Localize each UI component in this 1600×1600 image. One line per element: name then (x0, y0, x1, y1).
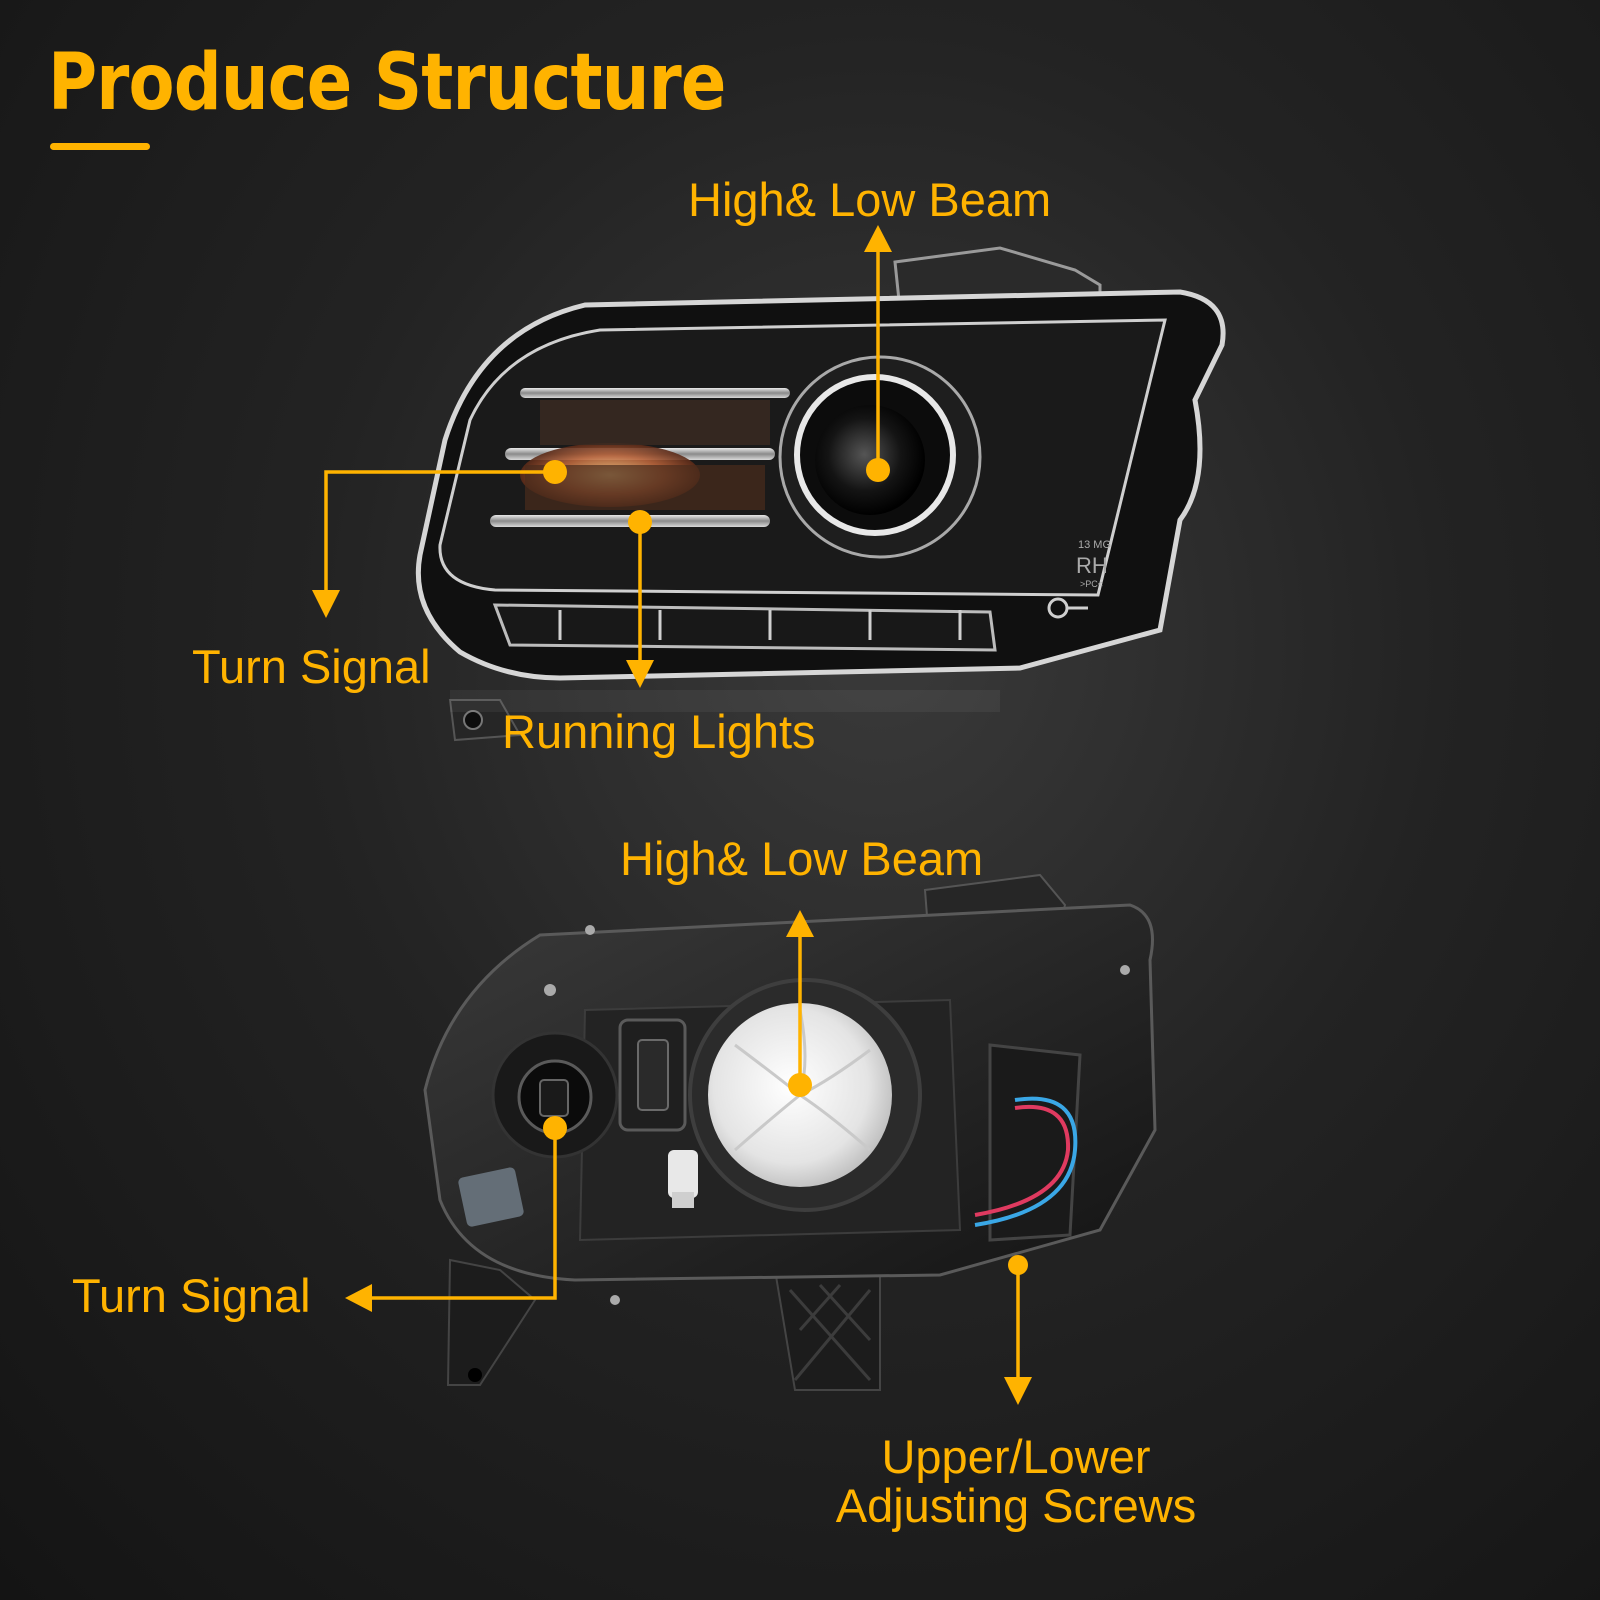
rear-high-low-beam-dot (788, 1073, 812, 1097)
rear-turn-signal-dot (543, 1116, 567, 1140)
arrow-up-icon (864, 225, 892, 252)
front-turn-signal-label: Turn Signal (192, 640, 431, 693)
front-high-low-beam-dot (866, 458, 890, 482)
front-headlight: 13 MG RH >PC< (415, 246, 1226, 742)
title-underline (50, 143, 150, 150)
rear-high-low-beam-label: High& Low Beam (620, 832, 984, 885)
rear-headlight (423, 873, 1157, 1391)
front-turn-signal-dot (543, 460, 567, 484)
front-high-low-beam-label: High& Low Beam (688, 173, 1052, 226)
page-title: Produce Structure (48, 38, 726, 128)
arrow-down-icon (1004, 1377, 1032, 1405)
callout-lines (324, 252, 1020, 1385)
arrow-up-icon (786, 910, 814, 937)
lens-side-marking: RH (1076, 553, 1108, 578)
arrow-down-icon (626, 660, 654, 688)
adjusting-screws-label-line2: Adjusting Screws (835, 1479, 1197, 1533)
arrow-down-icon (312, 590, 340, 618)
lens-material-marking: >PC< (1080, 579, 1103, 589)
lens-code-marking: 13 MG (1078, 539, 1111, 551)
adjusting-screws-label-line1: Upper/Lower (881, 1430, 1151, 1483)
rear-adjusting-screw-dot (1008, 1255, 1028, 1275)
rear-turn-signal-label: Turn Signal (72, 1269, 311, 1322)
adjusting-screws-label: Upper/Lower Adjusting Screws (828, 1432, 1204, 1531)
front-running-lights-dot (628, 510, 652, 534)
arrow-left-icon (345, 1284, 372, 1312)
callout-markers (312, 225, 1032, 1405)
front-running-lights-label: Running Lights (502, 705, 816, 758)
